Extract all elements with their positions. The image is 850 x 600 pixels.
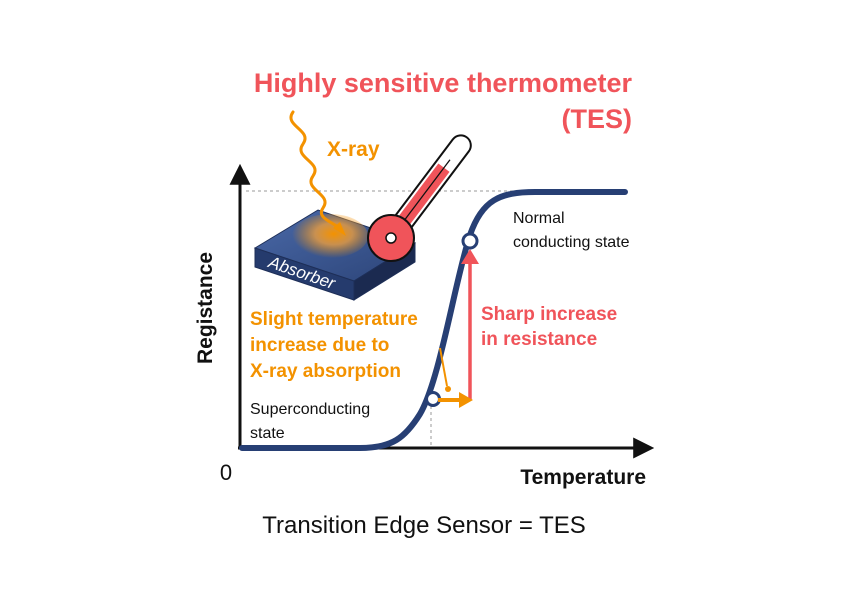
caption: Transition Edge Sensor = TES <box>262 512 586 539</box>
superconducting-state-line-2: state <box>250 425 285 442</box>
origin-label: 0 <box>220 460 232 485</box>
superconducting-state-line-1: Superconducting <box>250 401 370 418</box>
xray-label: X-ray <box>327 138 380 161</box>
temperature-annotation-line-2: increase due to <box>250 335 389 356</box>
resistance-curve <box>239 189 628 451</box>
resistance-arrow-head <box>461 249 479 264</box>
temperature-annotation-line-3: X-ray absorption <box>250 361 401 382</box>
title-line-2: (TES) <box>562 104 633 134</box>
annotation-pointer <box>439 347 448 387</box>
xray-wave-icon <box>289 110 346 236</box>
resistance-annotation-line-1: Sharp increase <box>481 304 617 325</box>
normal-state-line-2: conducting state <box>513 234 630 251</box>
normal-state-line-1: Normal <box>513 210 565 227</box>
temperature-annotation-line-1: Slight temperature <box>250 309 418 330</box>
resistance-annotation-line-2: in resistance <box>481 329 597 350</box>
x-axis-label: Temperature <box>520 466 646 489</box>
operating-point-low <box>425 391 441 407</box>
operating-point-high <box>461 232 479 250</box>
absorber-block <box>253 209 417 301</box>
thermometer-icon <box>367 134 472 262</box>
annotation-pointer-dot <box>445 386 451 392</box>
temperature-arrow-head <box>459 392 473 408</box>
y-axis-label: Registance <box>194 252 217 364</box>
title-line-1: Highly sensitive thermometer <box>254 68 633 98</box>
